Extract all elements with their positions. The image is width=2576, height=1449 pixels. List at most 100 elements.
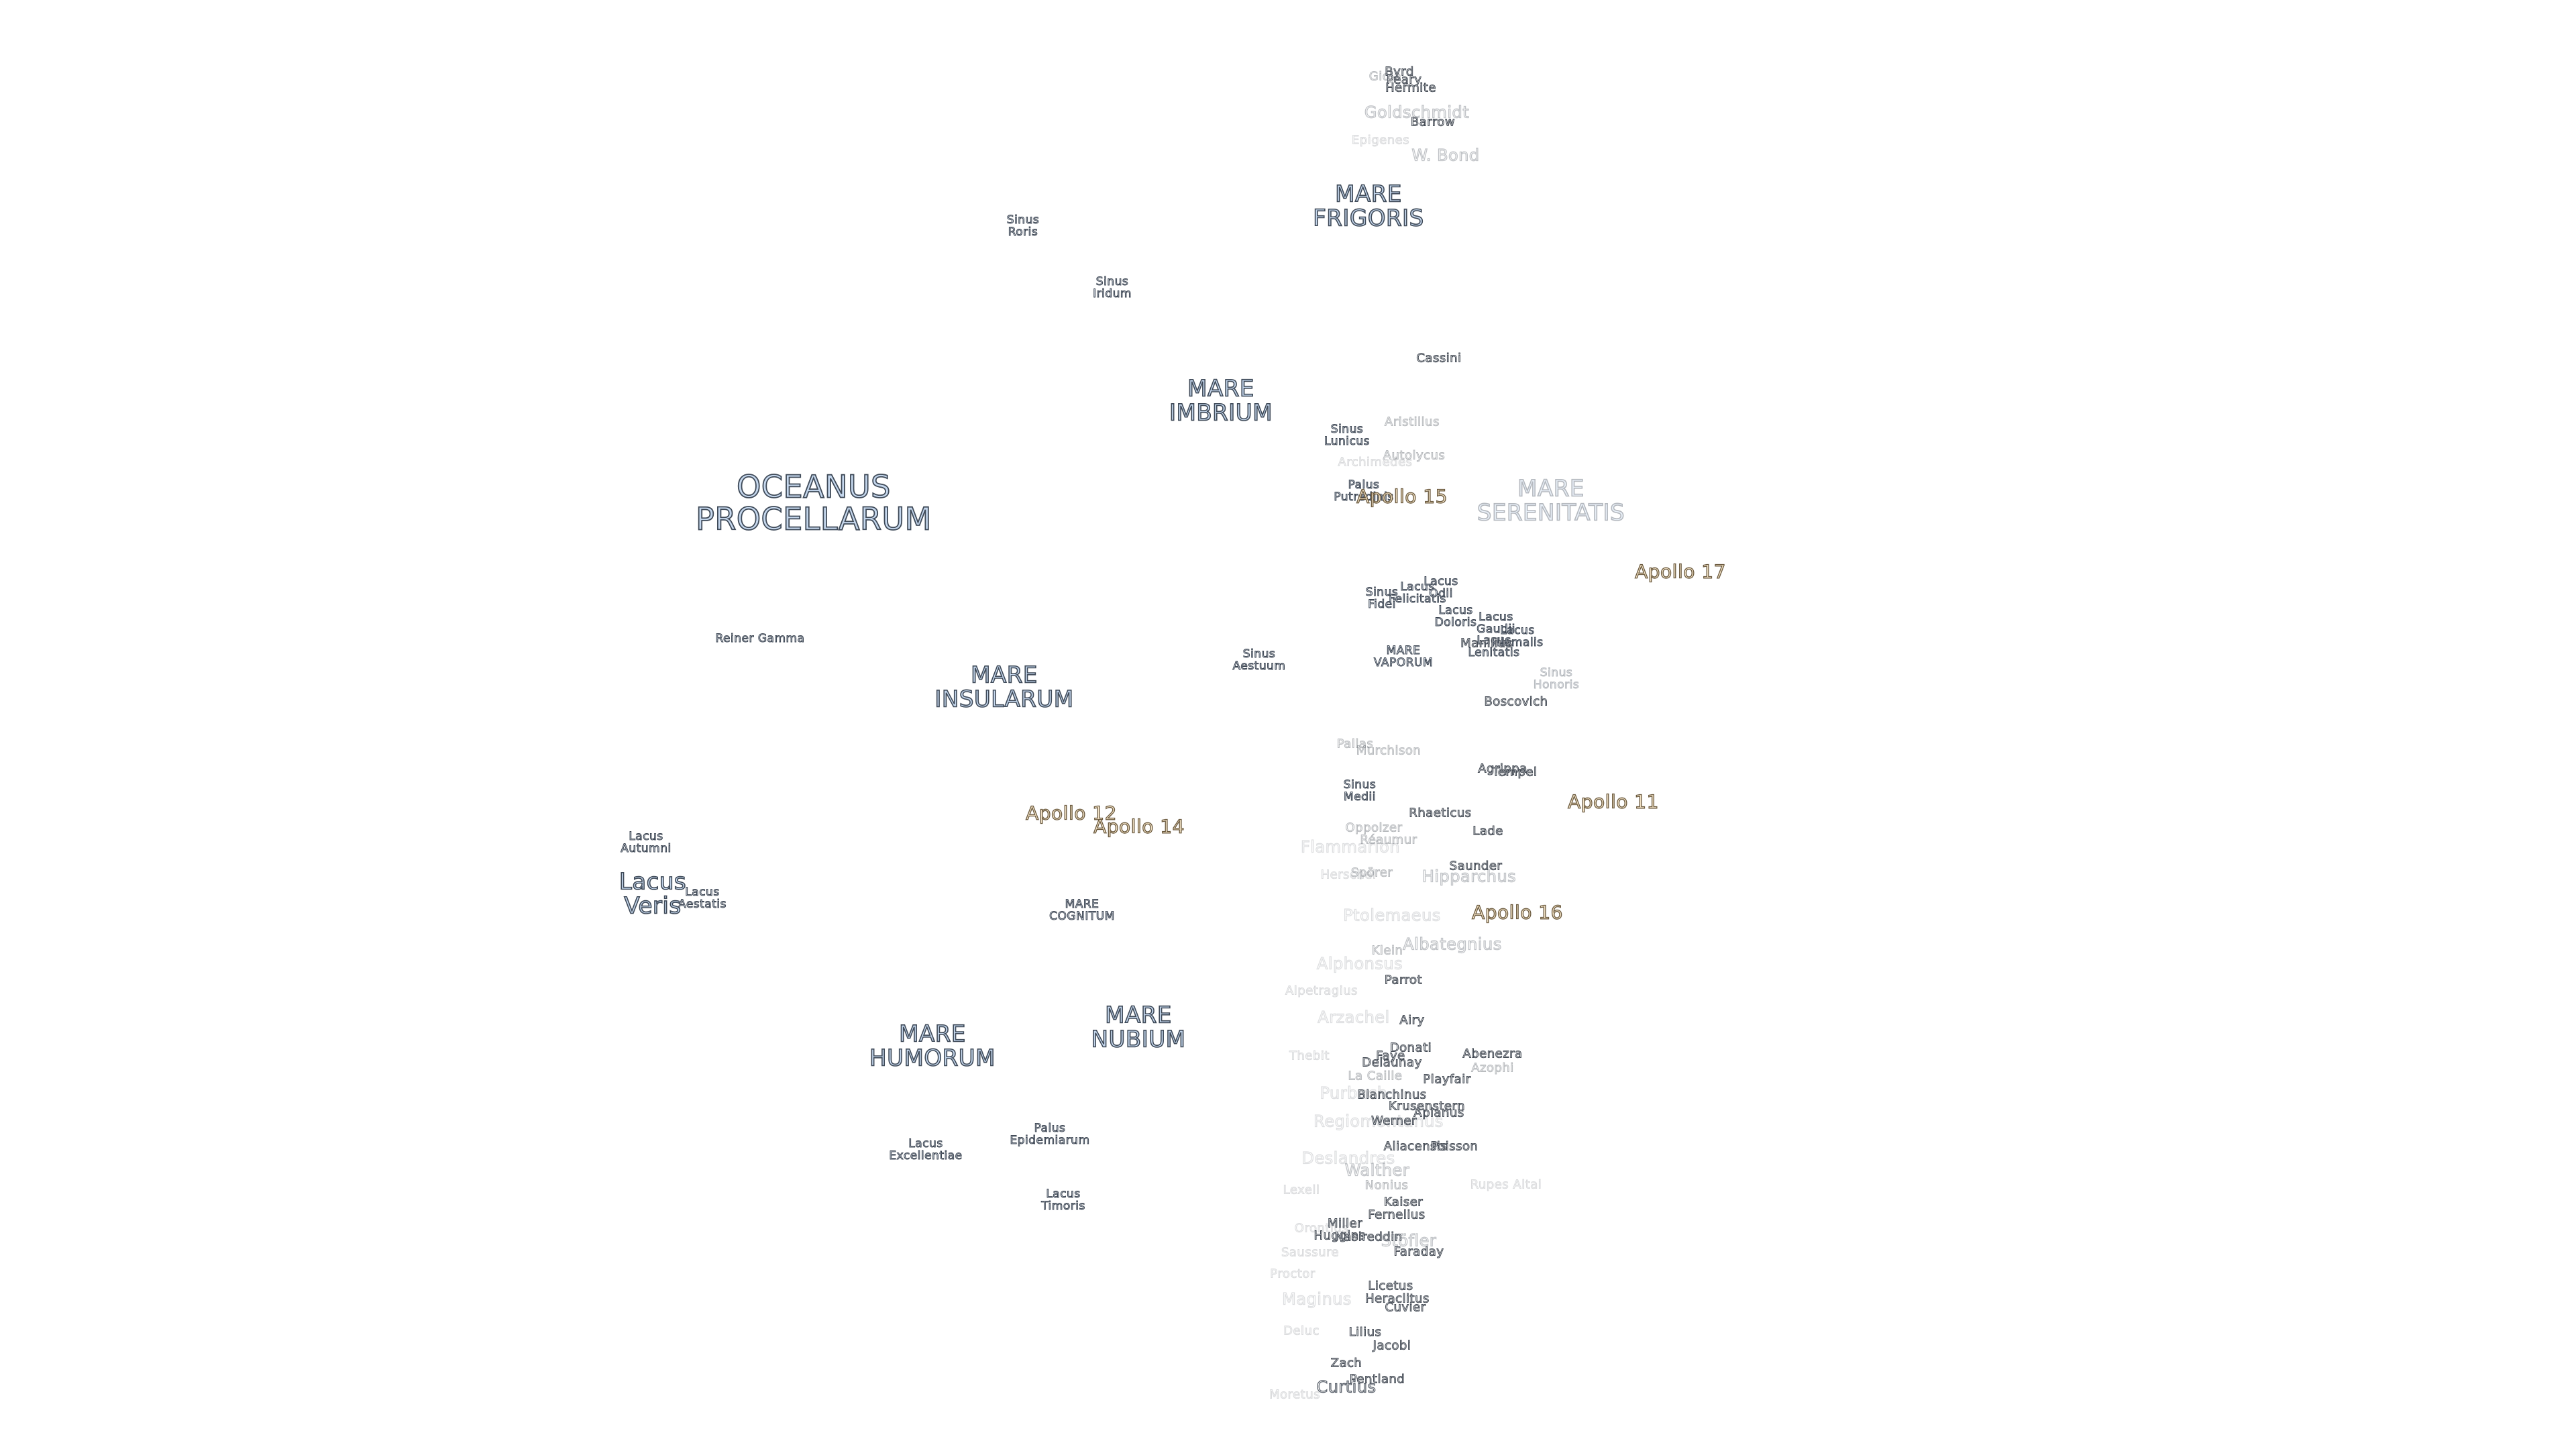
label-lexell: Lexell: [1283, 1183, 1320, 1197]
label-flammarion: Flammarion: [1300, 837, 1401, 857]
label-hermite: Hermite: [1385, 80, 1436, 95]
label-nonius: Nonius: [1364, 1178, 1409, 1193]
label-lade: Lade: [1472, 824, 1503, 839]
label-werner: Werner: [1371, 1114, 1417, 1128]
label-alpetragius: Alpetragius: [1285, 983, 1358, 998]
label-klein: Klein: [1371, 943, 1403, 958]
label-sinus-medii: Sinus Medii: [1343, 778, 1377, 804]
label-apollo11: Apollo 11: [1567, 790, 1659, 813]
label-pentland: Pentland: [1349, 1372, 1405, 1387]
label-ptolemaeus: Ptolemaeus: [1343, 906, 1441, 925]
label-aristillus: Aristillus: [1385, 415, 1440, 429]
label-la-caille: La Caille: [1348, 1069, 1403, 1083]
label-tempel: Tempel: [1492, 765, 1538, 780]
label-heraclitus: Heraclitus: [1365, 1291, 1430, 1306]
label-regiomontanus: Regiomontanus: [1313, 1112, 1444, 1131]
label-sinus-fidei: Sinus Fidei: [1365, 586, 1399, 611]
label-reaumur: Réaumur: [1360, 833, 1417, 847]
label-epigenes: Epigenes: [1351, 133, 1410, 148]
label-purbach: Purbach: [1320, 1083, 1388, 1103]
label-walther: Walther: [1344, 1161, 1410, 1180]
label-moretus: Moretus: [1269, 1387, 1320, 1402]
label-reiner-gamma: Reiner Gamma: [715, 632, 805, 646]
label-apollo14: Apollo 14: [1093, 815, 1185, 838]
label-goldschmidt: Goldschmidt: [1364, 103, 1470, 122]
label-jacobi: Jacobi: [1373, 1338, 1411, 1353]
label-lacus-felicitatis: Lacus Felicitatis: [1389, 580, 1446, 606]
label-abenezra: Abenezra: [1462, 1046, 1523, 1061]
label-oppolzer: Oppolzer: [1345, 820, 1403, 835]
label-lacus-doloris: Lacus Doloris: [1434, 604, 1477, 629]
label-manilius: Manilius: [1460, 636, 1513, 651]
label-apianus: Apianus: [1413, 1106, 1464, 1120]
label-sinus-lunicus: Sinus Lunicus: [1324, 423, 1370, 448]
label-oceanus: OCEANUS PROCELLARUM: [695, 468, 932, 537]
label-mare-cognitum: MARE COGNITUM: [1049, 898, 1115, 923]
label-apollo16: Apollo 16: [1471, 901, 1563, 924]
label-orontius: Orontius: [1294, 1221, 1349, 1236]
label-faye: Faye: [1376, 1049, 1405, 1063]
label-licetus: Licetus: [1368, 1279, 1413, 1293]
label-palus-epidemiarum: Palus Epidemiarum: [1010, 1122, 1090, 1147]
label-mare-frigoris: MARE FRIGORIS: [1312, 180, 1424, 231]
label-apollo17: Apollo 17: [1634, 560, 1726, 583]
label-lacus-gaudii: Lacus Gaudii: [1477, 610, 1515, 636]
label-albategnius: Albategnius: [1403, 934, 1502, 954]
label-pallas: Pallas: [1336, 737, 1374, 751]
label-lacus-aestatis: Lacus Aestatis: [678, 885, 727, 911]
label-nasireddin: Nasireddin: [1334, 1230, 1403, 1244]
label-mare-imbrium: MARE IMBRIUM: [1169, 375, 1273, 426]
label-donati: Donati: [1389, 1040, 1432, 1055]
label-lacus-veris: Lacus Veris: [619, 868, 687, 919]
label-lacus-odii: Lacus Odii: [1424, 575, 1458, 600]
label-murchison: Murchison: [1356, 743, 1421, 758]
label-lacus-timoris: Lacus Timoris: [1041, 1187, 1085, 1213]
label-lacus-hiemalis: Lacus Hiemalis: [1491, 624, 1544, 649]
label-mare-vaporum: MARE VAPORUM: [1373, 644, 1434, 669]
label-barrow: Barrow: [1410, 115, 1456, 129]
label-mare-humorum: MARE HUMORUM: [869, 1020, 996, 1071]
label-mare-insularum: MARE INSULARUM: [934, 661, 1074, 712]
label-boscovich: Boscovich: [1484, 694, 1548, 709]
label-gioja: Gioja: [1368, 69, 1402, 84]
label-alphonsus: Alphonsus: [1316, 954, 1403, 973]
label-archimedes: Archimedes: [1338, 455, 1413, 470]
label-peary: Peary: [1386, 72, 1422, 87]
label-proctor: Proctor: [1270, 1267, 1316, 1281]
label-sinus-iridum: Sinus Iridum: [1093, 275, 1132, 301]
label-spörer: Spörer: [1350, 865, 1393, 880]
label-kaiser: Kaiser: [1383, 1195, 1424, 1210]
label-deluc: Deluc: [1283, 1324, 1320, 1338]
label-cuvier: Cuvier: [1385, 1300, 1426, 1315]
label-sinus-roris: Sinus Roris: [1006, 213, 1040, 239]
label-wbond: W. Bond: [1411, 146, 1480, 165]
label-stofler: Stöfler: [1381, 1231, 1437, 1250]
label-rupes-altai: Rupes Altai: [1470, 1177, 1542, 1192]
label-delaunay: Delaunay: [1362, 1055, 1422, 1070]
label-curtius: Curtius: [1316, 1377, 1377, 1397]
label-hipparchus: Hipparchus: [1421, 867, 1517, 886]
label-zach: Zach: [1330, 1356, 1362, 1371]
label-lilius: Lilius: [1348, 1325, 1382, 1340]
label-azophi: Azophi: [1471, 1061, 1514, 1075]
label-mare-nubium: MARE NUBIUM: [1091, 1002, 1186, 1053]
label-apollo15: Apollo 15: [1356, 485, 1448, 508]
label-fernelius: Fernelius: [1368, 1208, 1426, 1222]
label-saunder: Saunder: [1449, 859, 1503, 873]
label-faraday: Faraday: [1393, 1244, 1444, 1259]
label-lacus-autumni: Lacus Autumni: [621, 830, 672, 855]
label-maginus: Maginus: [1282, 1289, 1352, 1309]
label-rhaeticus: Rhaeticus: [1409, 806, 1472, 820]
label-deslandres: Deslandres: [1301, 1148, 1395, 1168]
label-airy: Airy: [1399, 1013, 1425, 1028]
label-thebit: Thebit: [1289, 1049, 1330, 1063]
label-parrot: Parrot: [1384, 973, 1423, 987]
label-herschel: Herschel: [1320, 867, 1377, 882]
label-arzachel: Arzachel: [1318, 1008, 1390, 1027]
label-apollo12: Apollo 12: [1025, 802, 1117, 824]
label-blanchinus: Blanchinus: [1357, 1087, 1427, 1102]
label-byrd: Byrd: [1385, 64, 1414, 79]
label-saussure: Saussure: [1281, 1245, 1340, 1260]
label-krusenstern: Krusenstern: [1389, 1099, 1465, 1114]
